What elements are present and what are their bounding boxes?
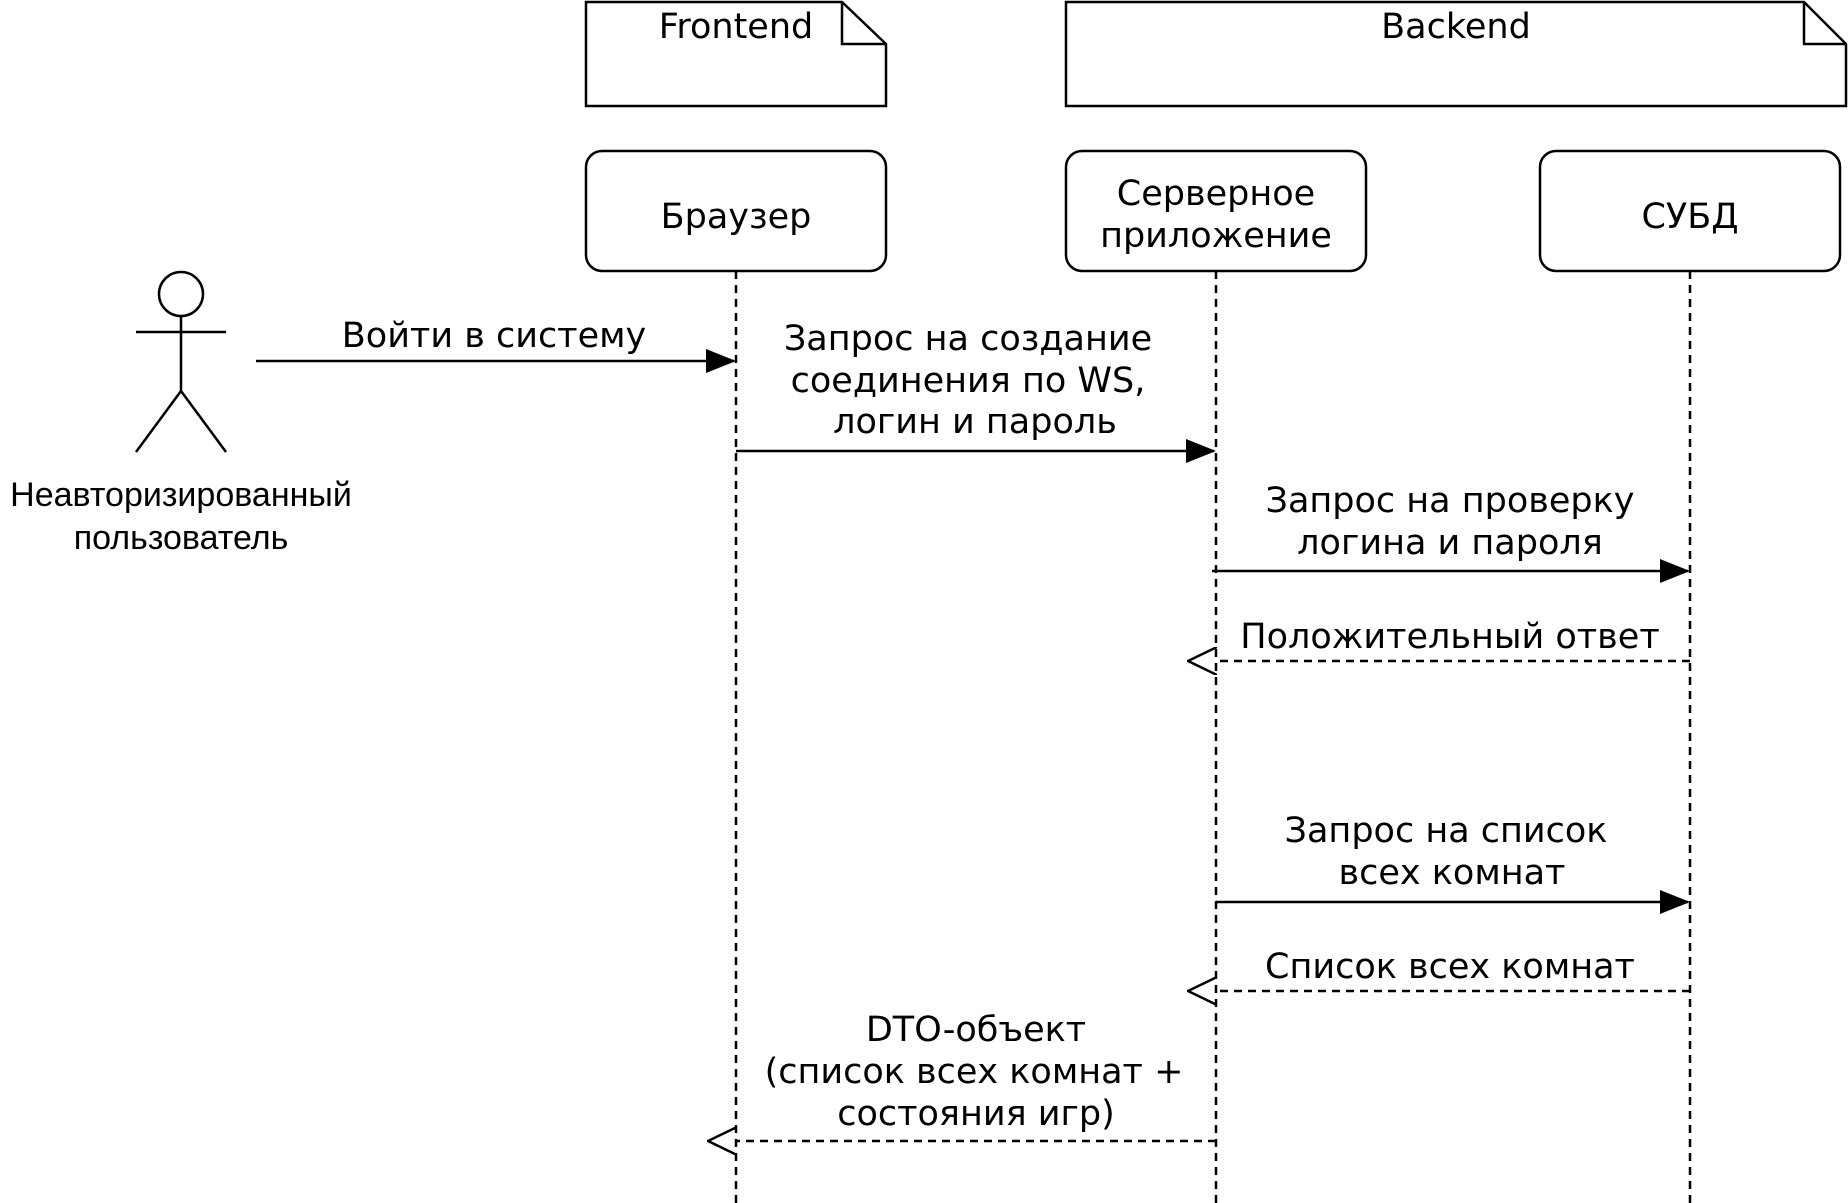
message-login-label: Войти в систему [342, 316, 646, 356]
message-ws-request: Запрос на создание соединения по WS, лог… [736, 319, 1216, 463]
message-positive-reply-label: Положительный ответ [1240, 617, 1659, 657]
message-ws-request-line2: соединения по WS, [791, 361, 1146, 401]
message-login: Войти в систему [256, 316, 736, 373]
backend-group-label: Backend [1381, 7, 1531, 47]
message-check-request-line2: логина и пароля [1297, 523, 1603, 563]
message-ws-request-line1: Запрос на создание [784, 319, 1152, 359]
participant-dbms-label: СУБД [1641, 197, 1738, 237]
participant-dbms: СУБД [1538, 149, 1842, 273]
message-check-request-line1: Запрос на проверку [1266, 481, 1635, 521]
message-positive-reply: Положительный ответ [1216, 617, 1690, 661]
backend-group-note: Backend [1064, 0, 1848, 108]
message-rooms-list: Список всех комнат [1216, 947, 1690, 991]
message-rooms-list-label: Список всех комнат [1265, 947, 1635, 987]
actor-figure-icon [134, 270, 228, 453]
participant-server-app: Серверное приложение [1064, 149, 1368, 273]
message-rooms-request-line2: всех комнат [1339, 853, 1566, 893]
message-ws-request-line3: логин и пароль [833, 402, 1117, 442]
message-check-request: Запрос на проверку логина и пароля [1212, 481, 1690, 583]
frontend-group-note: Frontend [584, 0, 888, 108]
participant-server-label-line2: приложение [1100, 216, 1332, 256]
message-rooms-request: Запрос на список всех комнат [1216, 811, 1690, 914]
message-dto-object-line1: DTO-объект [866, 1010, 1086, 1050]
message-dto-object-line2: (список всех комнат + [765, 1052, 1184, 1092]
frontend-group-label: Frontend [659, 7, 813, 47]
participant-server-label-line1: Серверное [1117, 174, 1315, 214]
participant-browser: Браузер [584, 149, 888, 273]
actor-label-line1: Неавторизированный [10, 476, 352, 514]
participant-browser-label: Браузер [661, 197, 812, 237]
message-dto-object-line3: состояния игр) [837, 1094, 1115, 1134]
actor-label-line2: пользователь [74, 519, 289, 557]
message-rooms-request-line1: Запрос на список [1285, 811, 1608, 851]
message-dto-object: DTO-объект (список всех комнат + состоян… [736, 1010, 1216, 1141]
